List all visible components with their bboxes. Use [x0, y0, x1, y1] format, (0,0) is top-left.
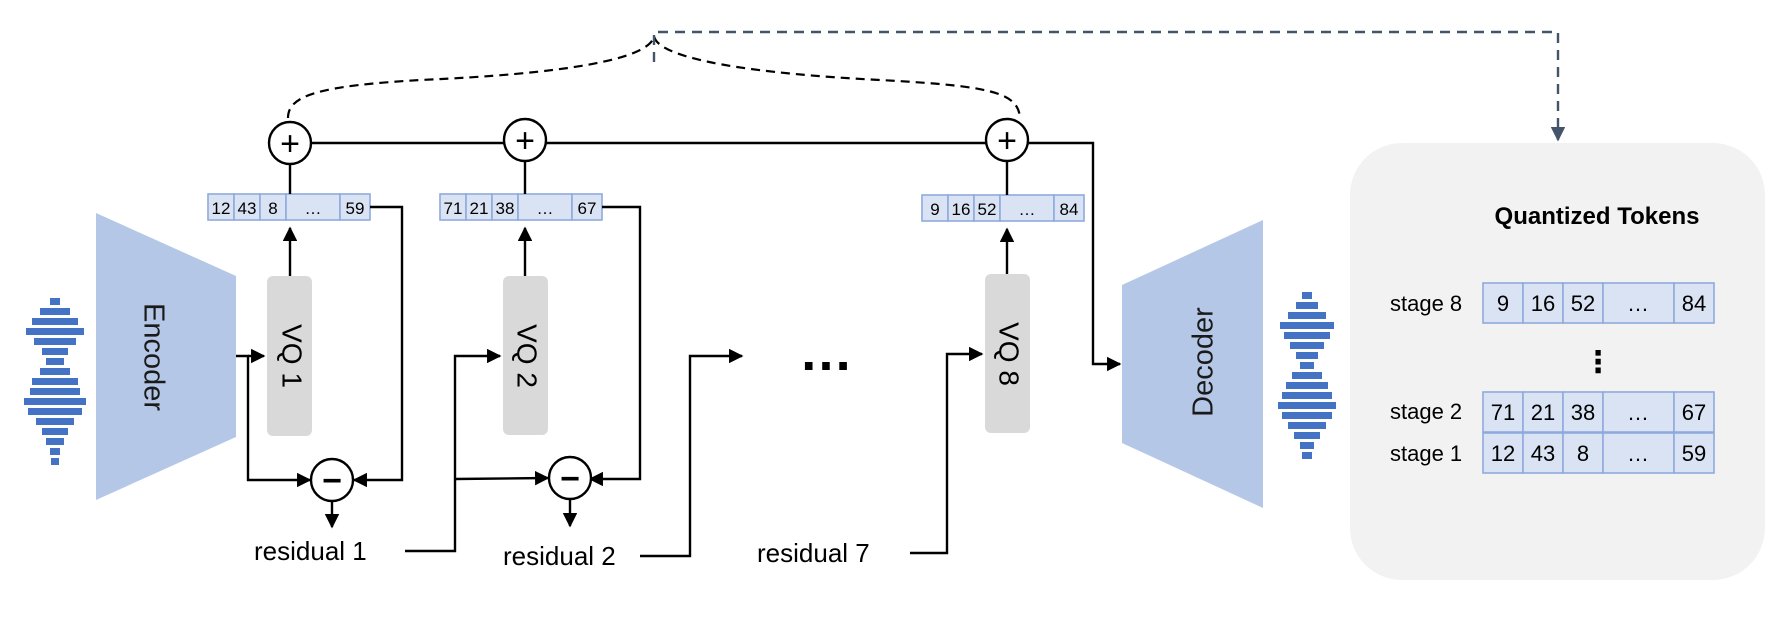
- sum-brace: [286, 35, 1022, 119]
- svg-text:16: 16: [952, 200, 971, 219]
- svg-text:stage 8: stage 8: [1390, 291, 1462, 316]
- svg-text:16: 16: [1531, 291, 1555, 316]
- svg-text:+: +: [997, 122, 1017, 160]
- vq-1-label: VQ 1: [277, 324, 308, 388]
- svg-text:−: −: [560, 460, 580, 498]
- svg-text:67: 67: [1682, 400, 1706, 425]
- svg-text:stage 2: stage 2: [1390, 399, 1462, 424]
- svg-text:…: …: [1627, 400, 1649, 425]
- svg-text:9: 9: [930, 200, 939, 219]
- subtract-node-2: −: [547, 455, 593, 501]
- residual-7-label: residual 7: [757, 538, 870, 568]
- svg-text:59: 59: [1682, 441, 1706, 466]
- svg-text:…: …: [537, 199, 554, 218]
- svg-text:12: 12: [1491, 441, 1515, 466]
- svg-text:59: 59: [346, 199, 365, 218]
- svg-text:84: 84: [1682, 291, 1706, 316]
- svg-text:stage 1: stage 1: [1390, 441, 1462, 466]
- svg-text:67: 67: [578, 199, 597, 218]
- svg-text:+: +: [280, 125, 300, 163]
- token-row-vq2: 71 21 38 … 67: [439, 193, 603, 221]
- svg-text:…: …: [305, 199, 322, 218]
- sum-node-1: +: [267, 120, 313, 166]
- svg-text:52: 52: [1571, 291, 1595, 316]
- svg-text:12: 12: [212, 199, 231, 218]
- panel-vertical-ellipsis: ⋮: [1583, 346, 1613, 379]
- subtract-node-1: −: [309, 457, 355, 503]
- vq-2-block: [503, 276, 548, 435]
- panel-title: Quantized Tokens: [1495, 203, 1700, 230]
- svg-text:38: 38: [496, 199, 515, 218]
- svg-text:8: 8: [268, 199, 277, 218]
- sum-node-2: +: [502, 117, 548, 163]
- svg-text:52: 52: [978, 200, 997, 219]
- svg-text:+: +: [515, 122, 535, 160]
- svg-text:…: …: [1627, 441, 1649, 466]
- token-row-vq8: 9 16 52 … 84: [921, 194, 1085, 222]
- sum-node-8: +: [984, 117, 1030, 163]
- panel-stage-2-row: stage 2 71 21 38 … 67: [1390, 391, 1715, 433]
- panel-stage-1-row: stage 1 12 43 8 … 59: [1390, 432, 1715, 474]
- output-waveform-icon: [1278, 292, 1336, 459]
- token-row-vq1: 12 43 8 … 59: [207, 193, 371, 221]
- encoder-block: [96, 213, 236, 500]
- svg-text:43: 43: [1531, 441, 1555, 466]
- svg-text:9: 9: [1497, 291, 1509, 316]
- vq-8-block: [985, 274, 1030, 433]
- ellipsis: …: [799, 322, 853, 382]
- decoder-label: Decoder: [1188, 307, 1220, 417]
- vq-8-label: VQ 8: [994, 322, 1025, 386]
- svg-text:…: …: [1627, 291, 1649, 316]
- svg-text:84: 84: [1060, 200, 1079, 219]
- encoder-label: Encoder: [137, 303, 169, 411]
- svg-text:21: 21: [470, 199, 489, 218]
- svg-text:38: 38: [1571, 400, 1595, 425]
- svg-text:43: 43: [238, 199, 257, 218]
- vq-2-label: VQ 2: [512, 324, 543, 388]
- residual-2-label: residual 2: [503, 541, 616, 571]
- decoder-block: [1122, 220, 1263, 508]
- residual-1-label: residual 1: [254, 536, 367, 566]
- svg-text:21: 21: [1531, 400, 1555, 425]
- svg-text:8: 8: [1577, 441, 1589, 466]
- svg-text:−: −: [322, 462, 342, 500]
- svg-text:…: …: [1019, 200, 1036, 219]
- input-waveform-icon: [24, 298, 86, 465]
- panel-stage-8-row: stage 8 9 16 52 … 84: [1390, 282, 1715, 324]
- dashed-arrow-to-panel: [652, 30, 1566, 142]
- svg-text:71: 71: [444, 199, 463, 218]
- vq-1-block: [267, 276, 312, 436]
- svg-text:71: 71: [1491, 400, 1515, 425]
